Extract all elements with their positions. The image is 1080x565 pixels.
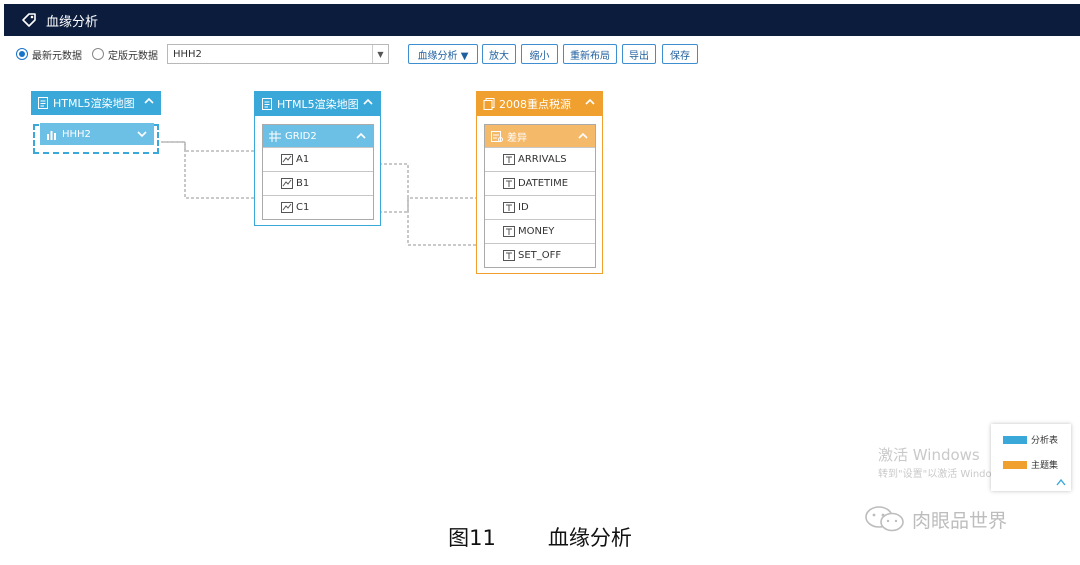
- text-field-icon: [503, 178, 515, 189]
- field-name: ARRIVALS: [518, 154, 567, 165]
- chevron-up-icon[interactable]: [1055, 477, 1067, 487]
- chart-field-icon: [281, 154, 293, 165]
- dataset-icon: [491, 130, 503, 142]
- field-name: DATETIME: [518, 178, 569, 189]
- collapse-icon[interactable]: [355, 130, 367, 142]
- legend-label: 分析表: [1031, 436, 1059, 446]
- node-header: HTML5渲染地图: [31, 91, 161, 115]
- field-row[interactable]: C1: [263, 195, 373, 219]
- resource-select[interactable]: HHH2 ▼: [167, 44, 389, 64]
- field-name: ID: [518, 202, 529, 213]
- zoom-in-button[interactable]: 放大: [482, 44, 516, 64]
- field-row[interactable]: SET_OFF: [485, 243, 595, 267]
- document-icon: [38, 97, 48, 109]
- bar-chart-icon: [47, 130, 56, 140]
- collapse-icon[interactable]: [584, 96, 596, 108]
- node-field-group: GRID2 A1 B1 C1: [262, 124, 374, 220]
- field-row[interactable]: A1: [263, 147, 373, 171]
- field-row[interactable]: DATETIME: [485, 171, 595, 195]
- legend-swatch-analysis: [1003, 435, 1027, 444]
- node-analysis-table-2[interactable]: HTML5渲染地图 GRID2 A1 B1 C1: [254, 91, 381, 226]
- radio-latest-metadata[interactable]: 最新元数据: [16, 47, 82, 62]
- node-sub-title: HHH2: [62, 128, 91, 140]
- figure-caption: 图11 血缘分析: [0, 522, 1080, 552]
- node-subheader[interactable]: 差异: [485, 125, 595, 147]
- chevron-down-icon[interactable]: [136, 128, 148, 140]
- wechat-icon: [865, 506, 904, 532]
- node-title: HTML5渲染地图: [277, 98, 359, 111]
- field-name: A1: [296, 154, 310, 165]
- node-title: 2008重点税源: [499, 98, 571, 111]
- wechat-watermark: 肉眼品世界: [862, 504, 1007, 534]
- relayout-button[interactable]: 重新布局: [563, 44, 617, 64]
- text-field-icon: [503, 154, 515, 165]
- radio-label: 最新元数据: [32, 50, 82, 62]
- node-analysis-table-1[interactable]: HTML5渲染地图 HHH2: [31, 91, 161, 156]
- node-field-group: 差异 ARRIVALS DATETIME ID MONEY SET_OFF: [484, 124, 596, 268]
- field-row[interactable]: ARRIVALS: [485, 147, 595, 171]
- legend-label: 主题集: [1031, 461, 1059, 471]
- save-button[interactable]: 保存: [662, 44, 698, 64]
- figure-caption-text: 血缘分析: [547, 526, 632, 550]
- toolbar: 最新元数据 定版元数据: [16, 43, 168, 65]
- legend-swatch-topic: [1003, 460, 1027, 469]
- collapse-icon[interactable]: [143, 95, 155, 107]
- node-header: HTML5渲染地图: [255, 92, 380, 116]
- text-field-icon: [503, 250, 515, 261]
- field-row[interactable]: MONEY: [485, 219, 595, 243]
- node-title: HTML5渲染地图: [53, 97, 135, 110]
- document-icon: [262, 98, 272, 110]
- node-sub-title: GRID2: [285, 130, 317, 142]
- legend-item-topic: 主题集: [1003, 458, 1058, 471]
- collapse-icon[interactable]: [362, 96, 374, 108]
- chart-field-icon: [281, 178, 293, 189]
- text-field-icon: [503, 226, 515, 237]
- legend-item-analysis: 分析表: [1003, 433, 1058, 446]
- radio-label: 定版元数据: [108, 50, 158, 62]
- text-field-icon: [503, 202, 515, 213]
- export-button[interactable]: 导出: [622, 44, 656, 64]
- node-subheader[interactable]: HHH2: [40, 123, 154, 145]
- lineage-analysis-button[interactable]: 血缘分析 ▼: [408, 44, 478, 64]
- node-header: 2008重点税源: [477, 92, 602, 116]
- collapse-icon[interactable]: [577, 130, 589, 142]
- figure-number: 图11: [448, 526, 496, 550]
- node-sub-title: 差异: [507, 132, 527, 144]
- select-value: HHH2: [173, 48, 202, 60]
- radio-checked-icon: [16, 48, 28, 60]
- field-row[interactable]: ID: [485, 195, 595, 219]
- node-topic-set[interactable]: 2008重点税源 差异 ARRIVALS DATETIME ID MONEY S…: [476, 91, 603, 274]
- field-name: MONEY: [518, 226, 555, 237]
- activation-watermark-text: 转到"设置"以激活 Windows。: [878, 469, 1016, 480]
- activation-watermark-title: 激活 Windows: [878, 446, 980, 464]
- node-subheader[interactable]: GRID2: [263, 125, 373, 147]
- radio-fixed-metadata[interactable]: 定版元数据: [92, 47, 158, 62]
- wechat-account-name: 肉眼品世界: [912, 509, 1008, 532]
- grid-icon: [269, 130, 281, 142]
- field-name: SET_OFF: [518, 250, 562, 261]
- chart-field-icon: [281, 202, 293, 213]
- field-row[interactable]: B1: [263, 171, 373, 195]
- app-title-bar: 血缘分析: [4, 4, 1080, 36]
- page-title: 血缘分析: [46, 14, 99, 30]
- dropdown-arrow-icon[interactable]: ▼: [372, 45, 388, 63]
- stack-icon: [483, 98, 495, 110]
- tag-icon: [22, 13, 36, 27]
- zoom-out-button[interactable]: 缩小: [521, 44, 558, 64]
- field-name: B1: [296, 178, 310, 189]
- radio-unchecked-icon: [92, 48, 104, 60]
- field-name: C1: [296, 202, 310, 213]
- legend-panel: 分析表 主题集: [991, 424, 1071, 491]
